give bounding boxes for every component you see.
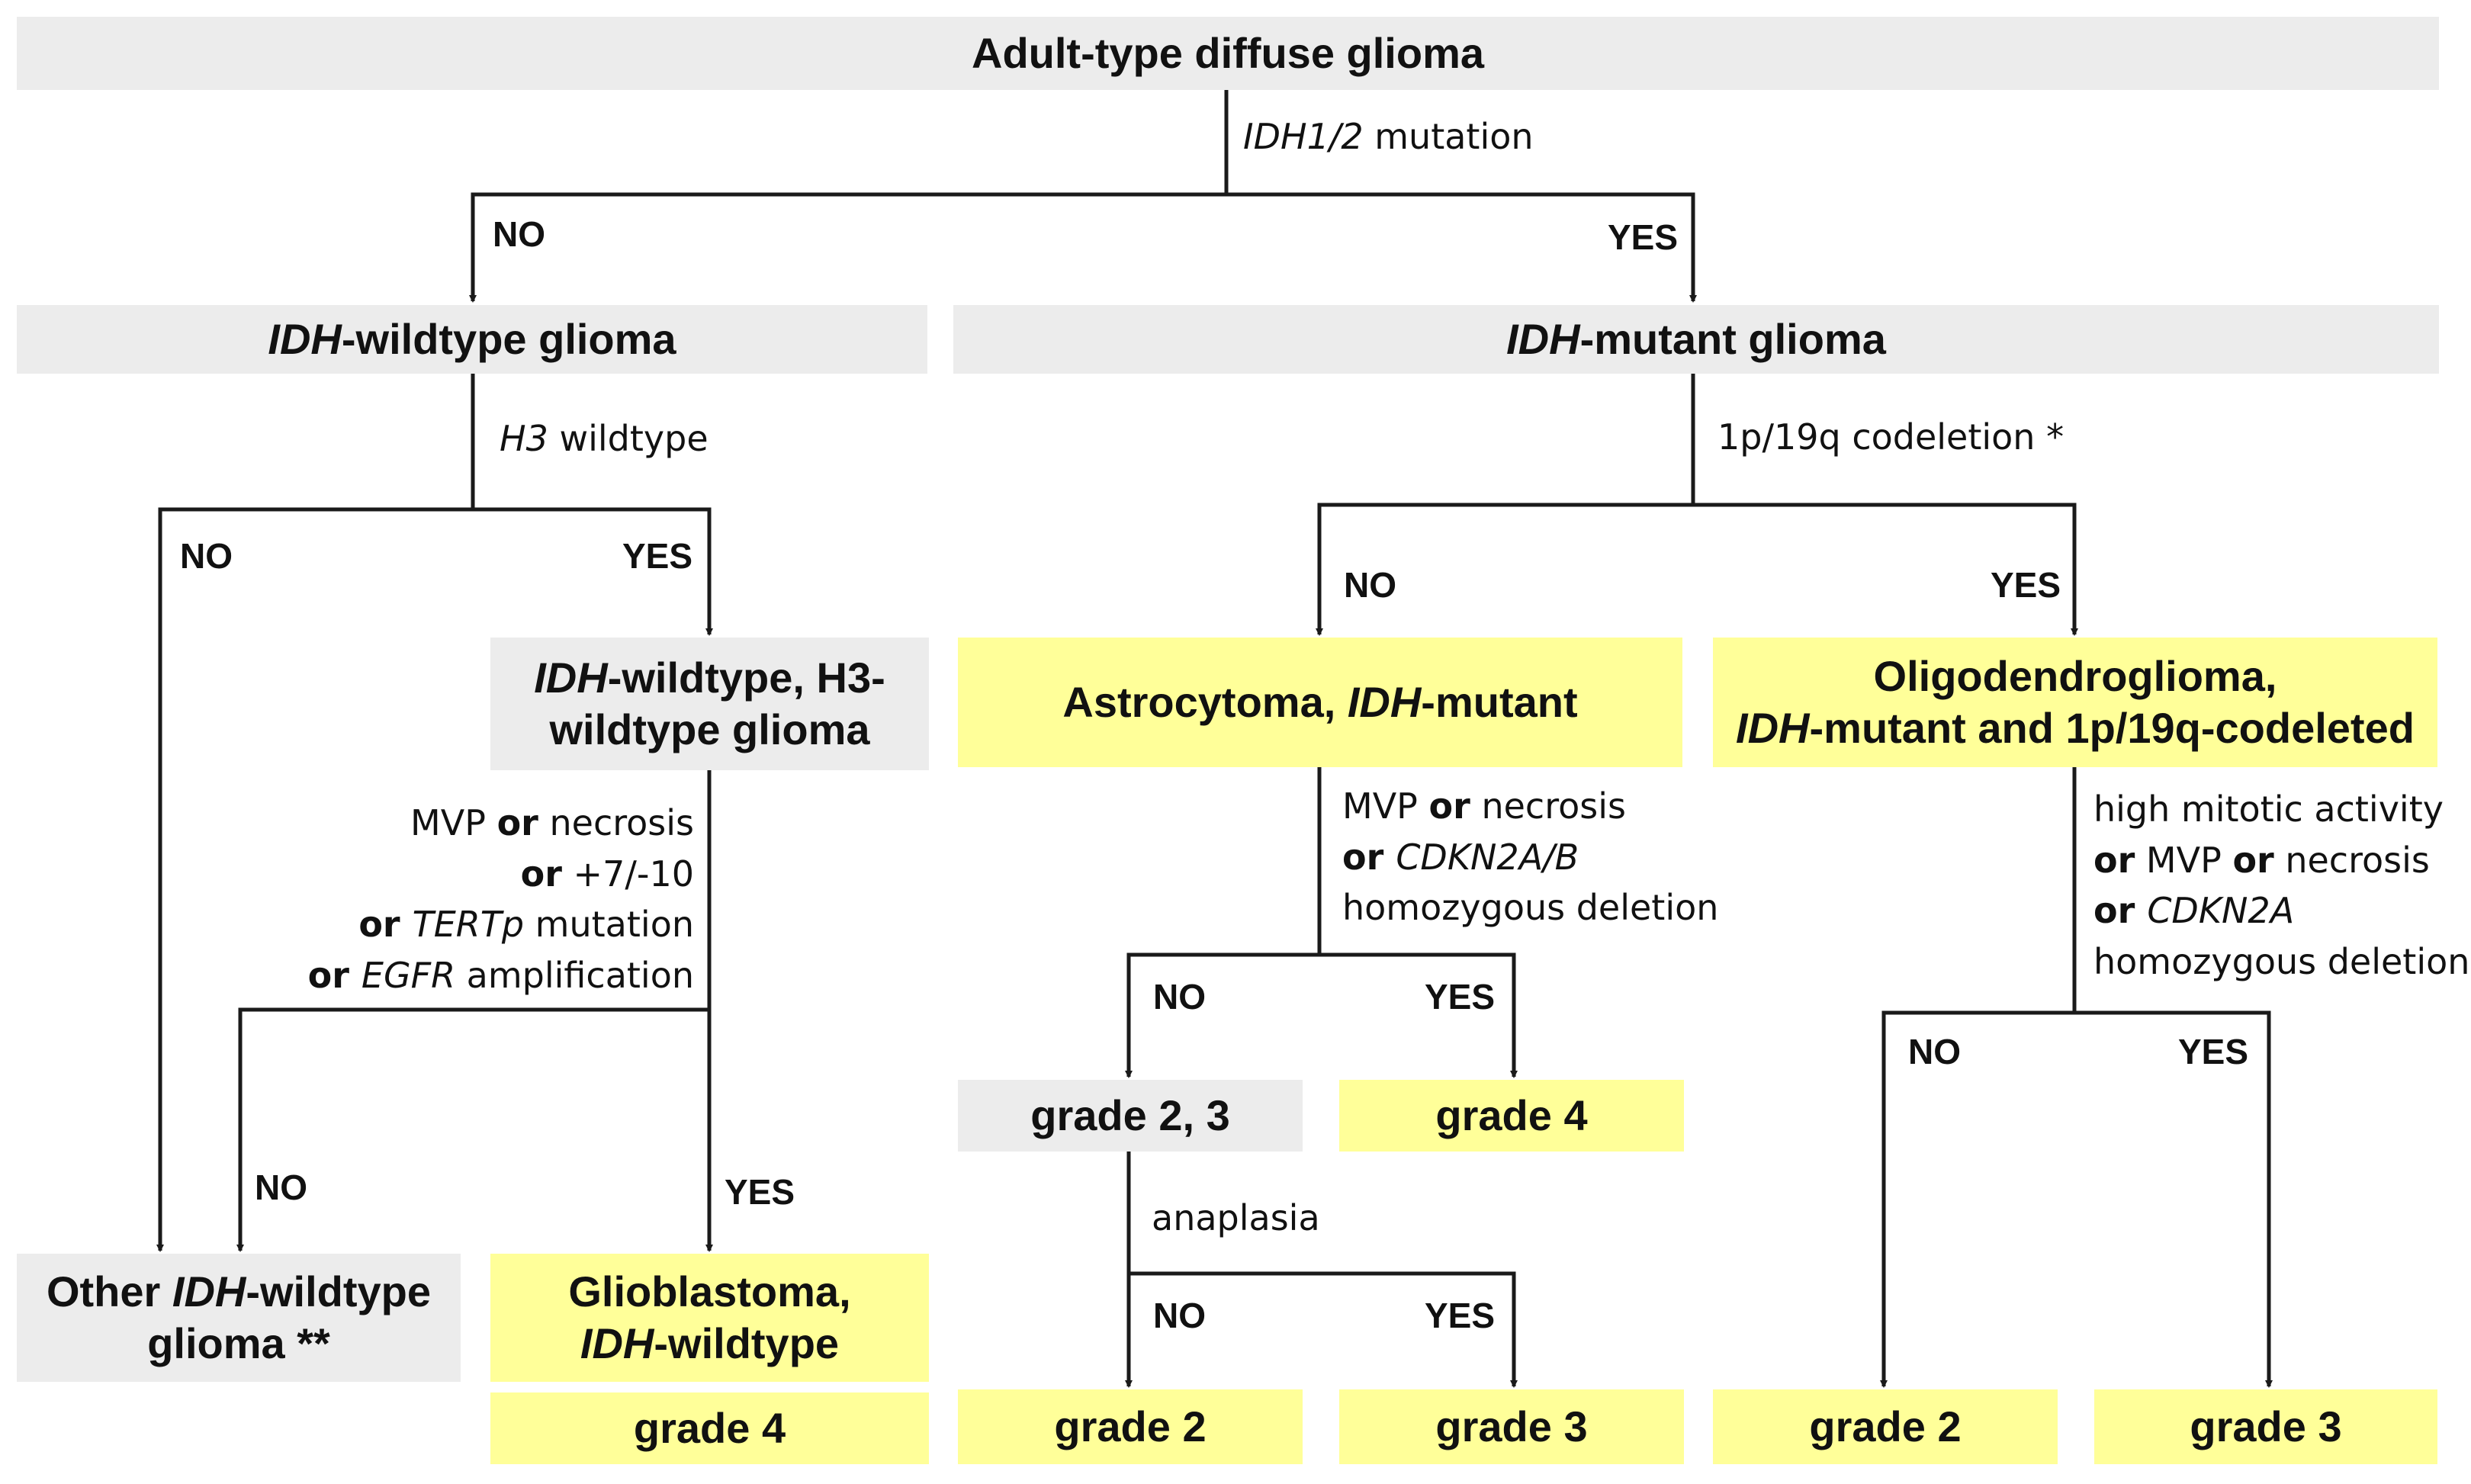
branch-no-root: NO (493, 214, 545, 254)
edge-anaplasia-yes (1129, 1271, 1518, 1388)
edge-oligo-yes (2074, 1010, 2273, 1388)
h3-wildtype-criterion: H3 wildtype (500, 418, 709, 459)
edge-astro-yes (1319, 952, 1518, 1078)
edge-oligo-no (1880, 1010, 2074, 1388)
idh-gene-label: IDH (534, 653, 608, 702)
codeletion-criterion: 1p/19q codeletion * (1717, 416, 2065, 458)
branch-yes-gbm: YES (725, 1172, 795, 1212)
edge-mut-no (1316, 503, 1693, 636)
anaplasia-criterion: anaplasia (1152, 1197, 1320, 1238)
idh-gene-label: IDH (580, 1319, 654, 1367)
edge-wt-no (156, 507, 473, 1252)
glioblastoma-box: Glioblastoma, IDH-wildtype (490, 1254, 929, 1382)
branch-no-anaplasia: NO (1153, 1296, 1206, 1335)
idh-gene-label: IDH (268, 314, 342, 363)
branch-no-codel: NO (1344, 565, 1396, 605)
idh-wildtype-glioma-box: IDH-wildtype glioma (17, 305, 927, 374)
glioblastoma-criteria: MVP or necrosis or +7/-10 or TERTp mutat… (307, 802, 694, 997)
astrocytoma-grade-2-3-box: grade 2, 3 (958, 1080, 1303, 1152)
branch-no-astro: NO (1153, 977, 1206, 1017)
root-box: Adult-type diffuse glioma (17, 17, 2439, 90)
oligodendroglioma-grade-3-box: grade 3 (2094, 1389, 2437, 1464)
branch-yes-codel: YES (1991, 565, 2061, 605)
branch-yes-root: YES (1608, 217, 1679, 257)
edge-root-yes (1226, 192, 1697, 303)
edge-h3-no (236, 1007, 709, 1252)
idh-mutation-criterion: IDH1/2 mutation (1243, 116, 1534, 157)
branch-no-gbm: NO (255, 1168, 307, 1207)
idh-wildtype-h3-wildtype-glioma-box: IDH-wildtype, H3- wildtype glioma (490, 638, 929, 770)
glioblastoma-grade-4-box: grade 4 (490, 1392, 929, 1464)
astrocytoma-grade-4-box: grade 4 (1339, 1080, 1684, 1152)
branch-yes-astro: YES (1425, 977, 1496, 1017)
branch-no-oligo: NO (1908, 1032, 1961, 1071)
edge-mut-yes (1693, 503, 2078, 636)
branch-yes-oligo: YES (2178, 1032, 2249, 1071)
branch-yes-h3: YES (622, 536, 693, 576)
astrocytoma-box: Astrocytoma, IDH-mutant (958, 638, 1682, 767)
oligodendroglioma-grading-criteria: high mitotic activity or MVP or necrosis… (2093, 789, 2470, 983)
astrocytoma-grade-3-box: grade 3 (1339, 1389, 1684, 1464)
edge-astro-no (1125, 952, 1319, 1078)
idh-gene-label: IDH (172, 1267, 246, 1315)
idh-gene-label: IDH (1347, 677, 1422, 726)
idh-mutant-glioma-box: IDH-mutant glioma (953, 305, 2439, 374)
edge-wt-yes (473, 507, 713, 636)
astrocytoma-grading-criteria: MVP or necrosis or CDKN2A/B homozygous d… (1342, 785, 1719, 929)
other-idh-wildtype-glioma-box: Other IDH-wildtype glioma ** (17, 1254, 461, 1382)
oligodendroglioma-grade-2-box: grade 2 (1713, 1389, 2058, 1464)
branch-yes-anaplasia: YES (1425, 1296, 1496, 1335)
oligodendroglioma-box: Oligodendroglioma, IDH-mutant and 1p/19q… (1713, 638, 2437, 767)
idh-gene-label: IDH (1736, 704, 1810, 752)
astrocytoma-grade-2-box: grade 2 (958, 1389, 1303, 1464)
idh-gene-label: IDH (1506, 314, 1580, 363)
branch-no-h3: NO (180, 536, 233, 576)
edge-root-no (469, 192, 1226, 303)
